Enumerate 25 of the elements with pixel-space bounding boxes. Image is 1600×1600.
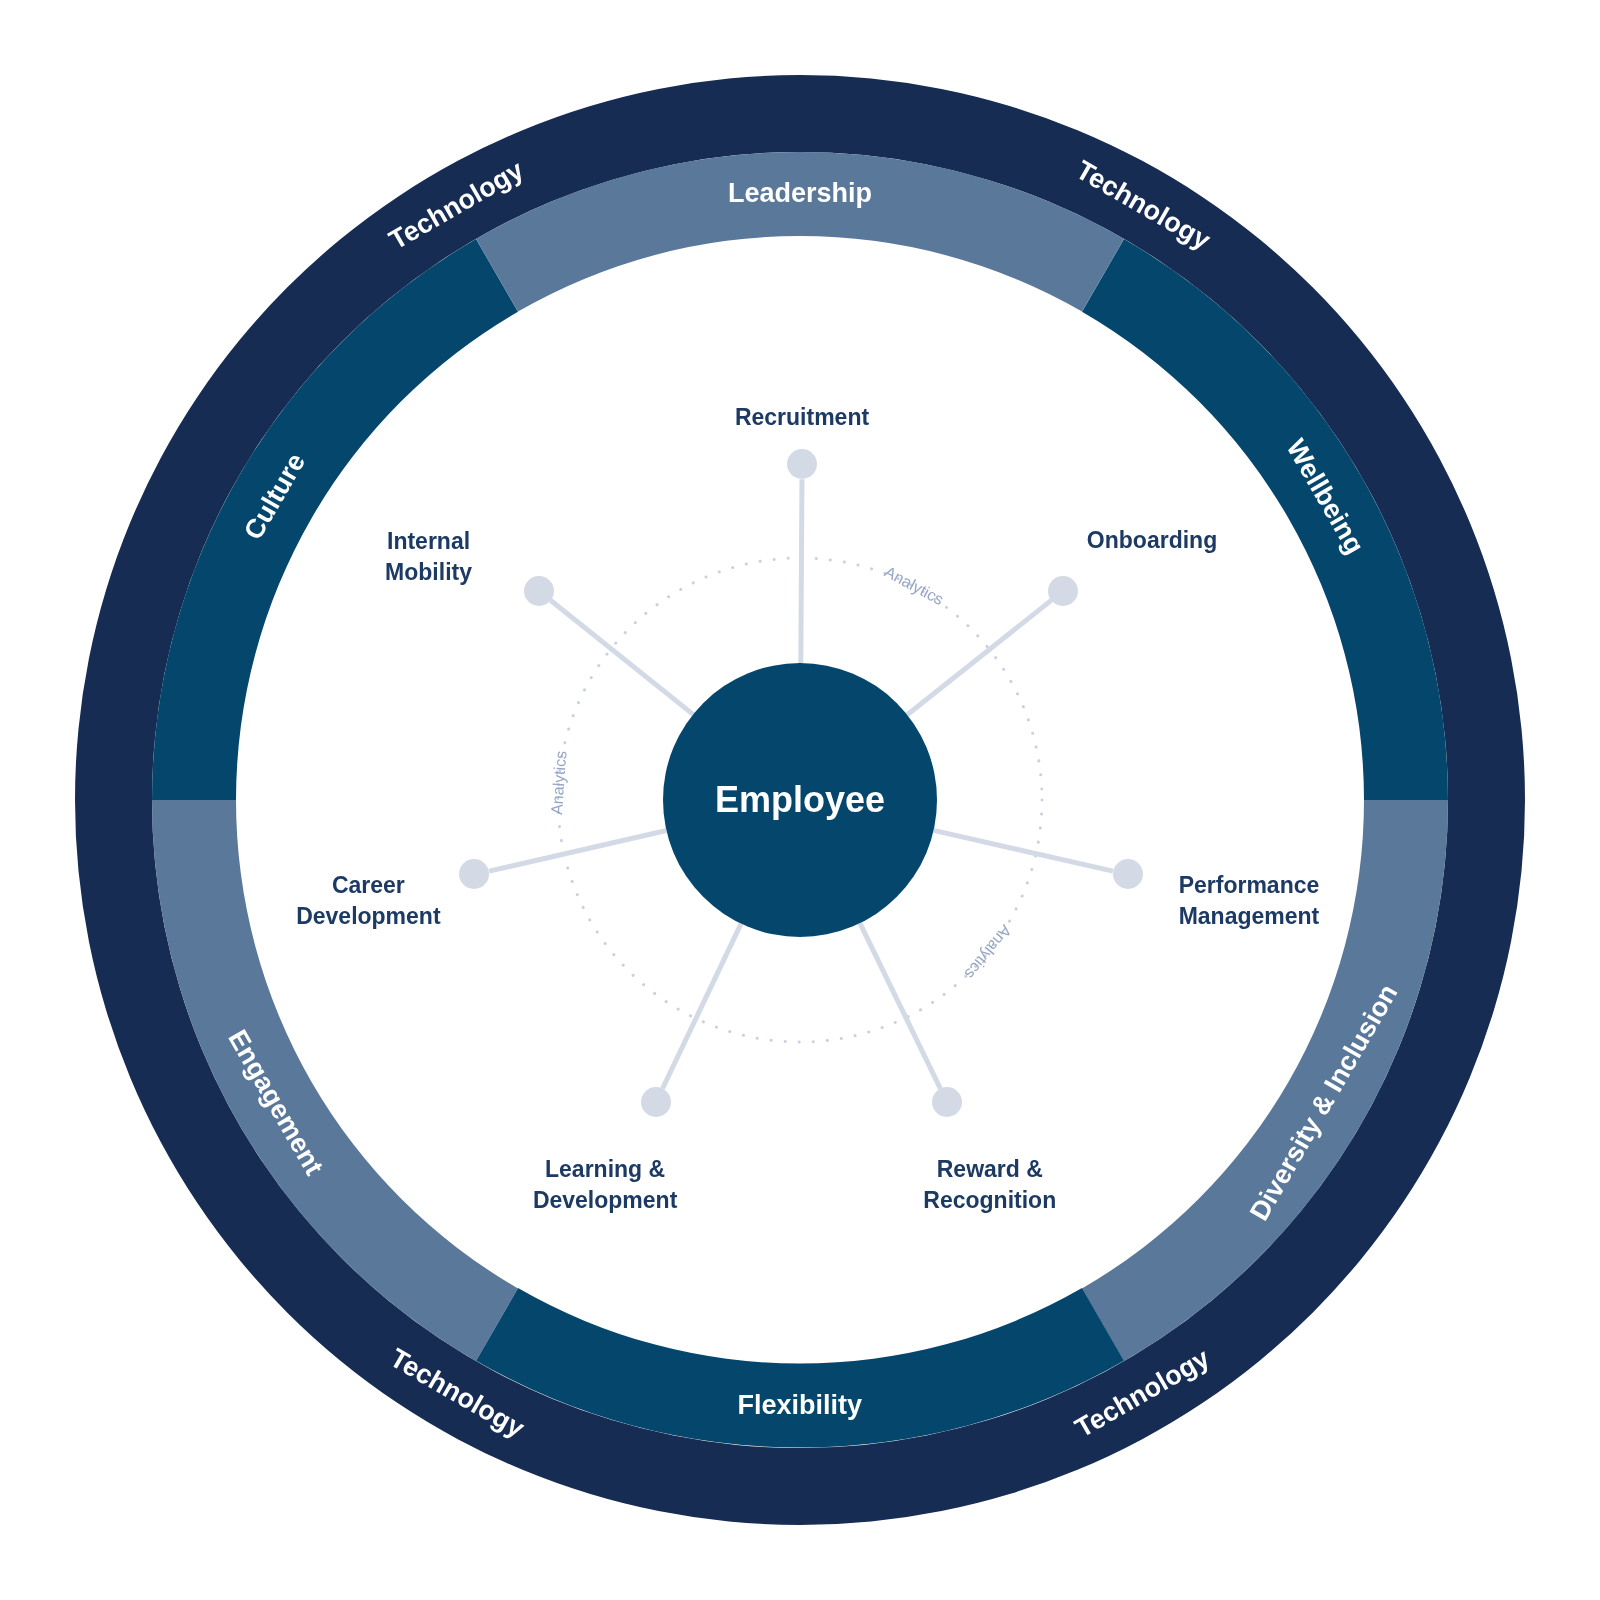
connector-line — [548, 598, 695, 717]
connector-line — [798, 479, 805, 663]
band-label: Leadership — [728, 179, 873, 209]
stage-dot — [523, 575, 554, 606]
analytics-label: Analytics — [547, 750, 570, 816]
stage-label: Internal Mobility — [384, 527, 473, 588]
connector-line — [857, 922, 943, 1090]
stage-dot — [787, 449, 818, 480]
connector-line — [488, 828, 667, 874]
stage-dot — [1112, 859, 1143, 890]
connector-line — [660, 922, 744, 1090]
stage-dot — [641, 1087, 672, 1118]
connector-line — [905, 598, 1054, 717]
stage-dot — [1048, 575, 1079, 606]
band-label: Flexibility — [737, 1391, 863, 1421]
center-label: Employee — [714, 779, 886, 821]
stage-dot — [931, 1087, 962, 1118]
stage-label: Career Development — [295, 871, 442, 932]
stage-label: Recruitment — [733, 402, 871, 432]
stage-label: Reward & Recognition — [922, 1154, 1058, 1215]
connector-line — [933, 827, 1114, 874]
stage-label: Onboarding — [1085, 526, 1219, 556]
stage-label: Performance Management — [1177, 871, 1321, 932]
stage-dot — [459, 859, 490, 890]
stage-label: Learning & Development — [531, 1154, 679, 1215]
